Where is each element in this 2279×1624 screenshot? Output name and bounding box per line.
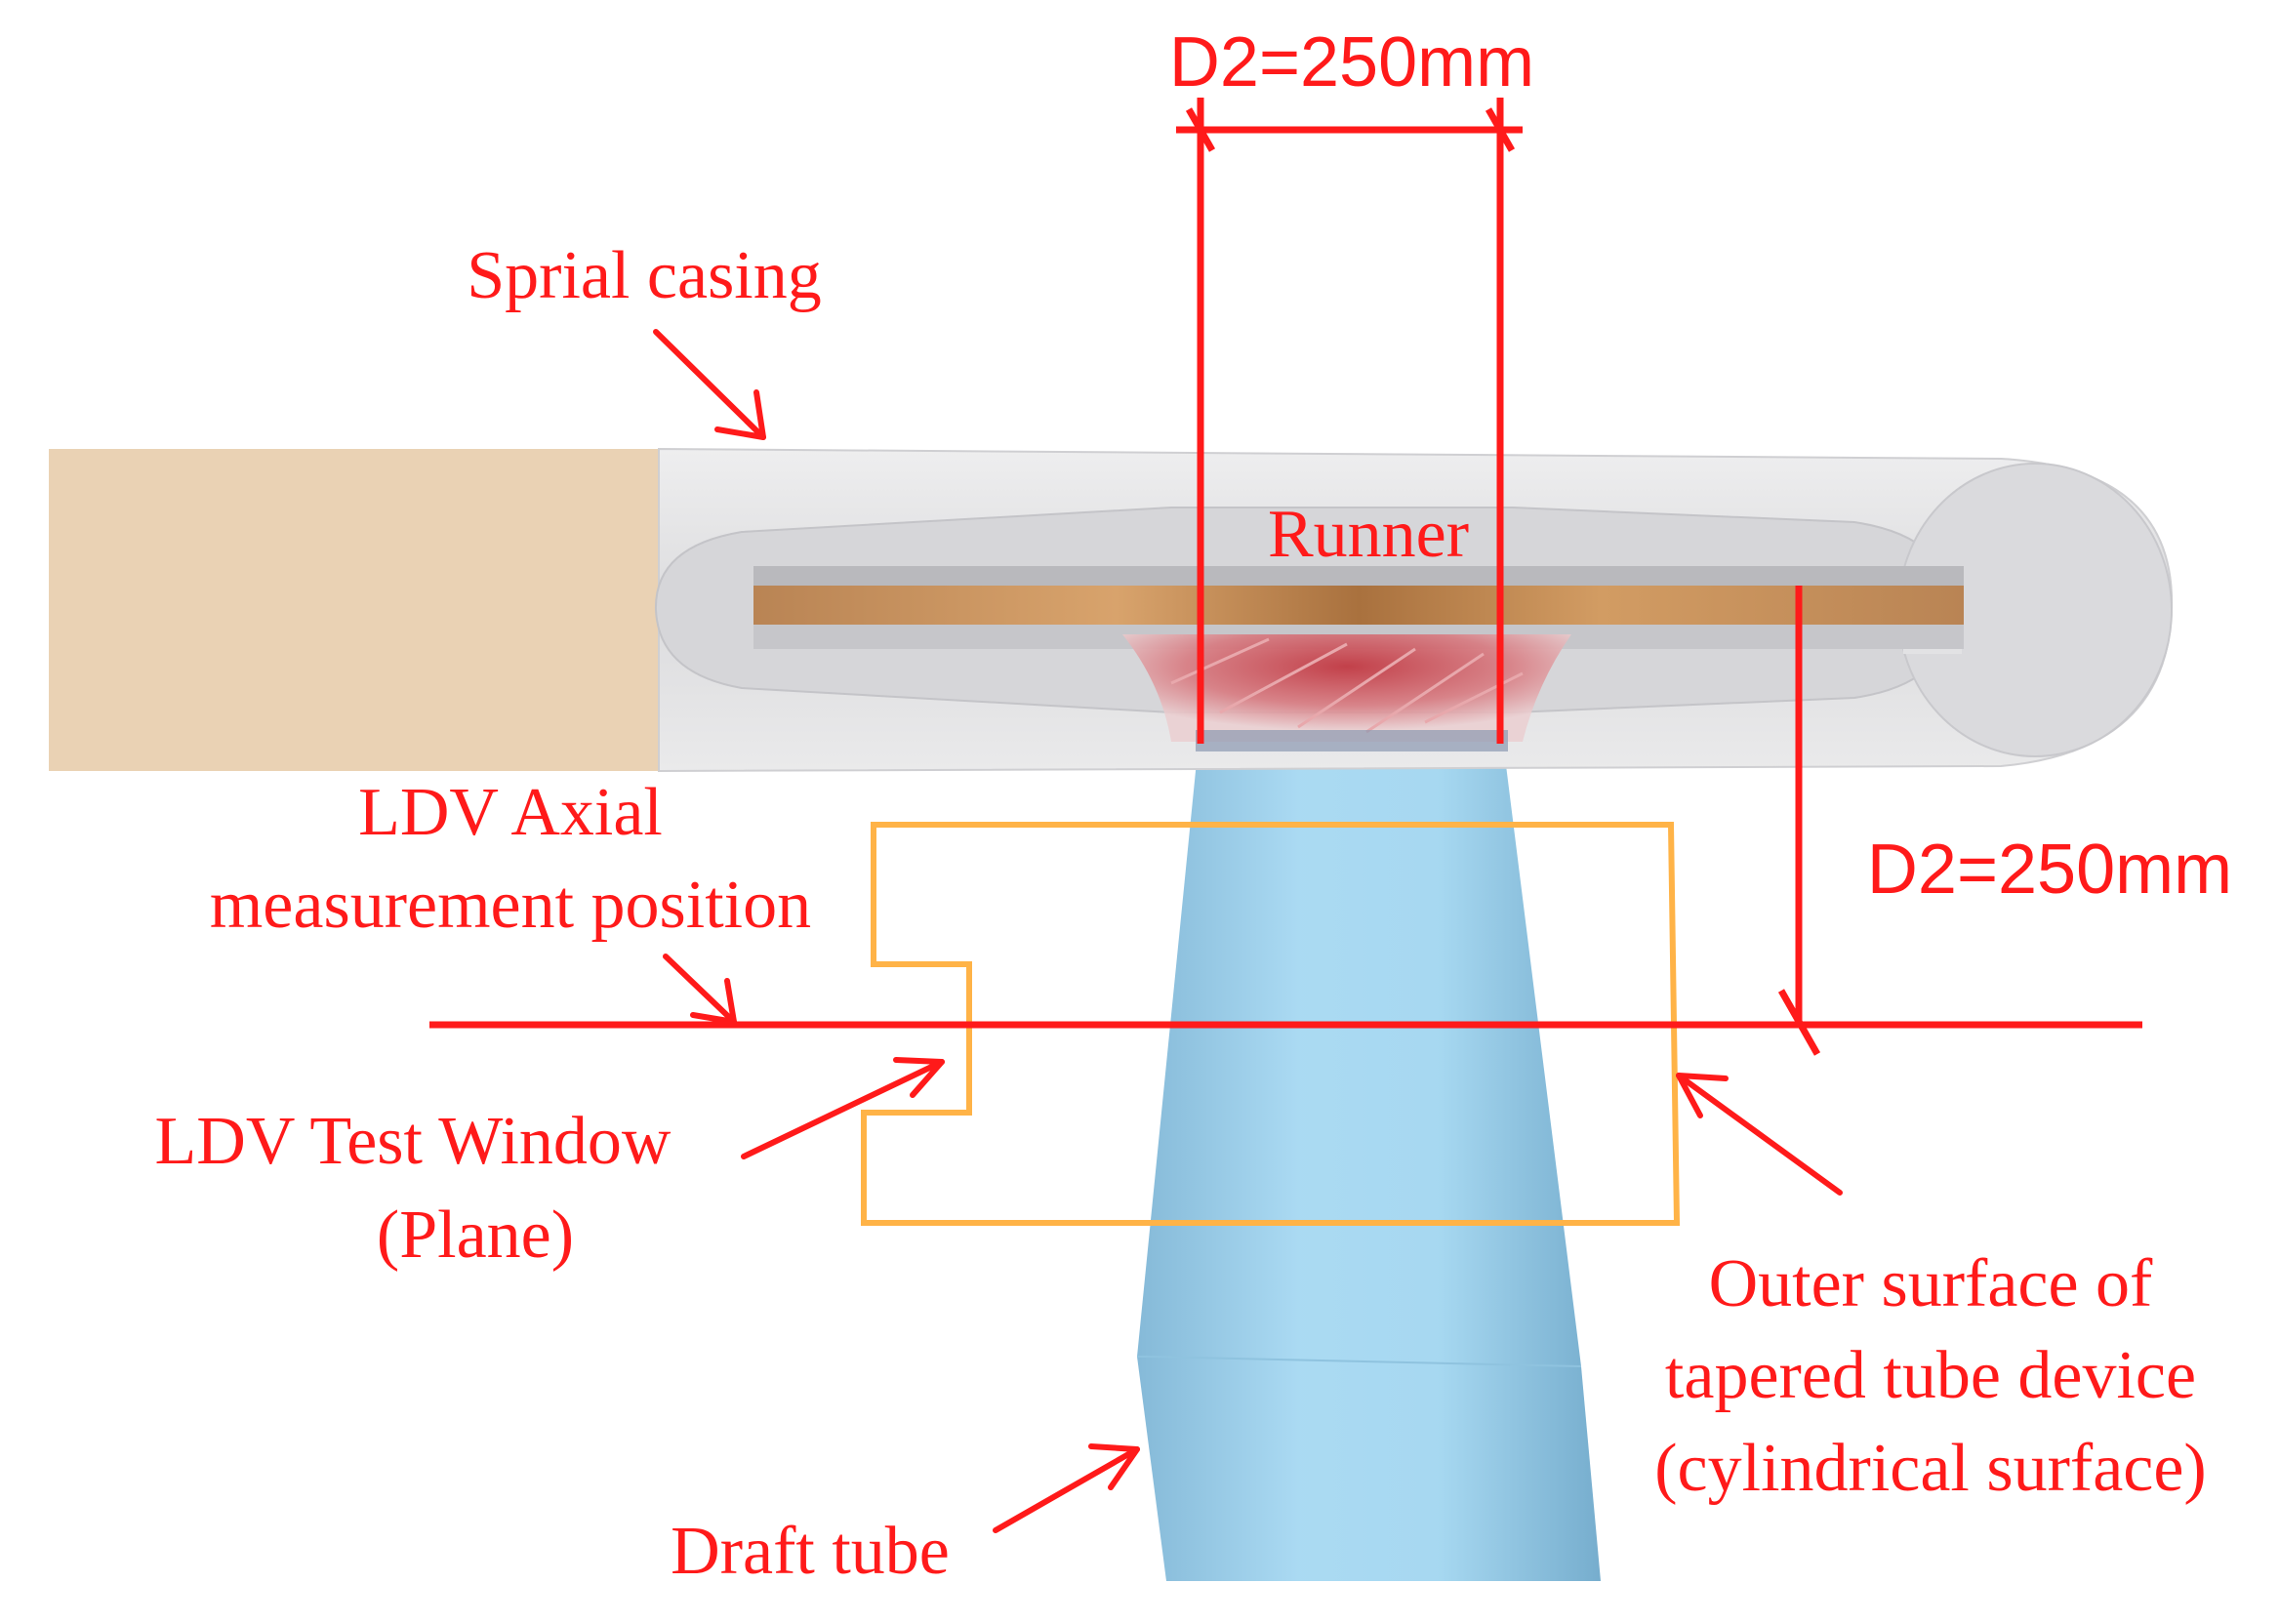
spiral-casing-label: Sprial casing bbox=[467, 238, 822, 313]
outer-surface-label-3: (cylindrical surface) bbox=[1654, 1431, 2207, 1506]
top-dimension bbox=[1176, 98, 1523, 744]
arrow-outer-surface bbox=[1676, 1073, 1843, 1196]
dim-top-label: D2=250mm bbox=[1169, 23, 1534, 102]
arrow-ldv-axial bbox=[663, 954, 737, 1025]
draft-tube-shape bbox=[1137, 742, 1601, 1581]
dim-right-label: D2=250mm bbox=[1867, 831, 2232, 909]
ldv-window-label-2: (Plane) bbox=[377, 1198, 574, 1273]
runner-shape bbox=[1122, 634, 1571, 751]
inlet-pipe-shape bbox=[49, 449, 659, 771]
draft-tube-label: Draft tube bbox=[671, 1514, 950, 1589]
ldv-window-label-1: LDV Test Window bbox=[155, 1104, 671, 1179]
outer-surface-label-1: Outer surface of bbox=[1709, 1246, 2153, 1321]
arrow-test-window bbox=[741, 1057, 945, 1159]
ldv-test-window-outline bbox=[861, 822, 1681, 1226]
arrow-draft-tube bbox=[993, 1443, 1140, 1533]
arrow-spiral-casing bbox=[653, 329, 766, 440]
ldv-axial-label-2: measurement position bbox=[210, 868, 811, 943]
outer-surface-label-2: tapered tube device bbox=[1665, 1338, 2196, 1413]
runner-label: Runner bbox=[1268, 497, 1469, 572]
ldv-axial-label-1: LDV Axial bbox=[358, 775, 663, 850]
